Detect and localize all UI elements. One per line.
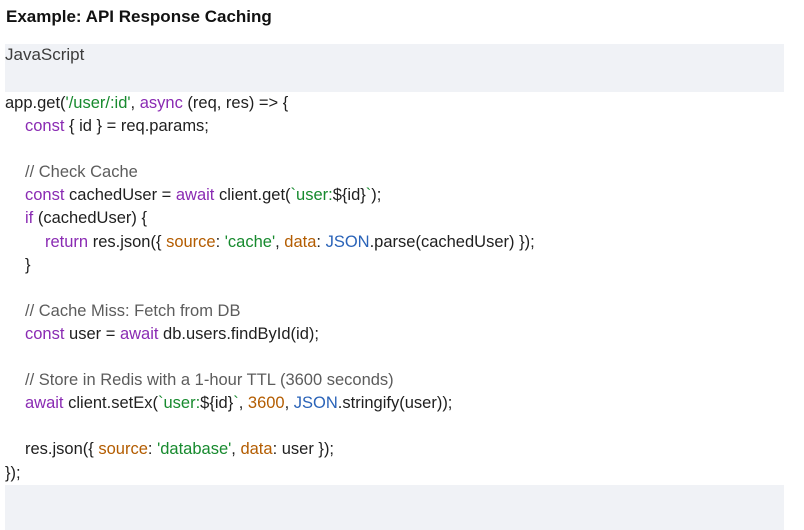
code-token: : [215, 232, 225, 251]
code-line: // Check Cache [5, 161, 784, 184]
code-token: // Check Cache [25, 163, 138, 182]
code-line: const user = await db.users.findById(id)… [5, 323, 784, 346]
code-token: source [166, 232, 216, 251]
code-token: async [139, 94, 183, 112]
code-token: '/user/:id' [65, 94, 131, 112]
code-token: , [275, 232, 285, 251]
code-token: (req, res) => { [182, 94, 289, 112]
code-token: JSON [325, 232, 370, 251]
code-block: app.get('/user/:id', async (req, res) =>… [5, 92, 784, 485]
code-token: await [25, 394, 64, 413]
code-token: , [130, 94, 140, 112]
code-token: const [25, 117, 65, 136]
code-token: return [45, 232, 89, 251]
code-token: client.setEx( [63, 394, 158, 413]
code-token: app.get( [5, 94, 66, 112]
code-line: app.get('/user/:id', async (req, res) =>… [5, 92, 784, 115]
code-token: res.json({ [25, 440, 99, 459]
code-token: ` [365, 186, 372, 205]
code-token: source [98, 440, 148, 459]
code-line: if (cachedUser) { [5, 207, 784, 230]
code-line: await client.setEx(`user:${id}`, 3600, J… [5, 392, 784, 415]
code-line [5, 277, 784, 300]
code-token: , [284, 394, 294, 413]
code-block-footer [5, 485, 784, 530]
code-token: const [25, 186, 65, 205]
code-token: : [316, 232, 326, 251]
code-line: return res.json({ source: 'cache', data:… [5, 231, 784, 254]
code-token: data [284, 232, 317, 251]
code-token: }); [5, 463, 21, 482]
code-token: res.json({ [88, 232, 167, 251]
code-token: : user }); [272, 440, 335, 459]
code-token: user = [64, 324, 120, 343]
code-line [5, 138, 784, 161]
code-token: `user: [157, 394, 201, 413]
code-token: db.users.findById(id); [158, 324, 319, 343]
code-line: const { id } = req.params; [5, 115, 784, 138]
code-token: await [119, 324, 159, 343]
code-token: .parse(cachedUser) }); [369, 232, 535, 251]
code-token: 3600 [247, 394, 285, 413]
code-line: // Store in Redis with a 1-hour TTL (360… [5, 369, 784, 392]
code-token: JSON [293, 394, 338, 413]
code-line [5, 346, 784, 369]
code-token: 'cache' [224, 232, 276, 251]
code-line: } [5, 254, 784, 277]
code-language-label: JavaScript [5, 45, 85, 64]
code-token: ` [233, 394, 239, 413]
code-token: `user: [290, 186, 333, 205]
code-line: const cachedUser = await client.get(`use… [5, 184, 784, 207]
code-line: }); [5, 462, 784, 485]
code-token: : [147, 440, 158, 459]
code-token: , [238, 394, 248, 413]
code-token: if [25, 209, 34, 228]
code-token: { id } = req.params; [64, 117, 209, 136]
code-token: ${id} [332, 186, 366, 205]
code-token: 'database' [157, 440, 232, 459]
code-token: } [25, 255, 31, 274]
page-title: Example: API Response Caching [6, 7, 272, 26]
code-line [5, 415, 784, 438]
code-token: data [240, 440, 273, 459]
code-token: // Store in Redis with a 1-hour TTL (360… [25, 371, 394, 390]
code-line: // Cache Miss: Fetch from DB [5, 300, 784, 323]
code-line: res.json({ source: 'database', data: use… [5, 438, 784, 461]
code-token: .stringify(user)); [337, 394, 453, 413]
code-token: ); [371, 186, 382, 205]
code-token: ${id} [200, 394, 234, 413]
code-token: // Cache Miss: Fetch from DB [25, 301, 241, 320]
code-token: const [25, 324, 65, 343]
code-token: cachedUser = [64, 186, 176, 205]
code-token: client.get( [214, 186, 291, 205]
code-token: await [175, 186, 215, 205]
code-token: , [231, 440, 241, 459]
code-language-bar: JavaScript [5, 44, 784, 92]
code-token: (cachedUser) { [33, 209, 147, 228]
